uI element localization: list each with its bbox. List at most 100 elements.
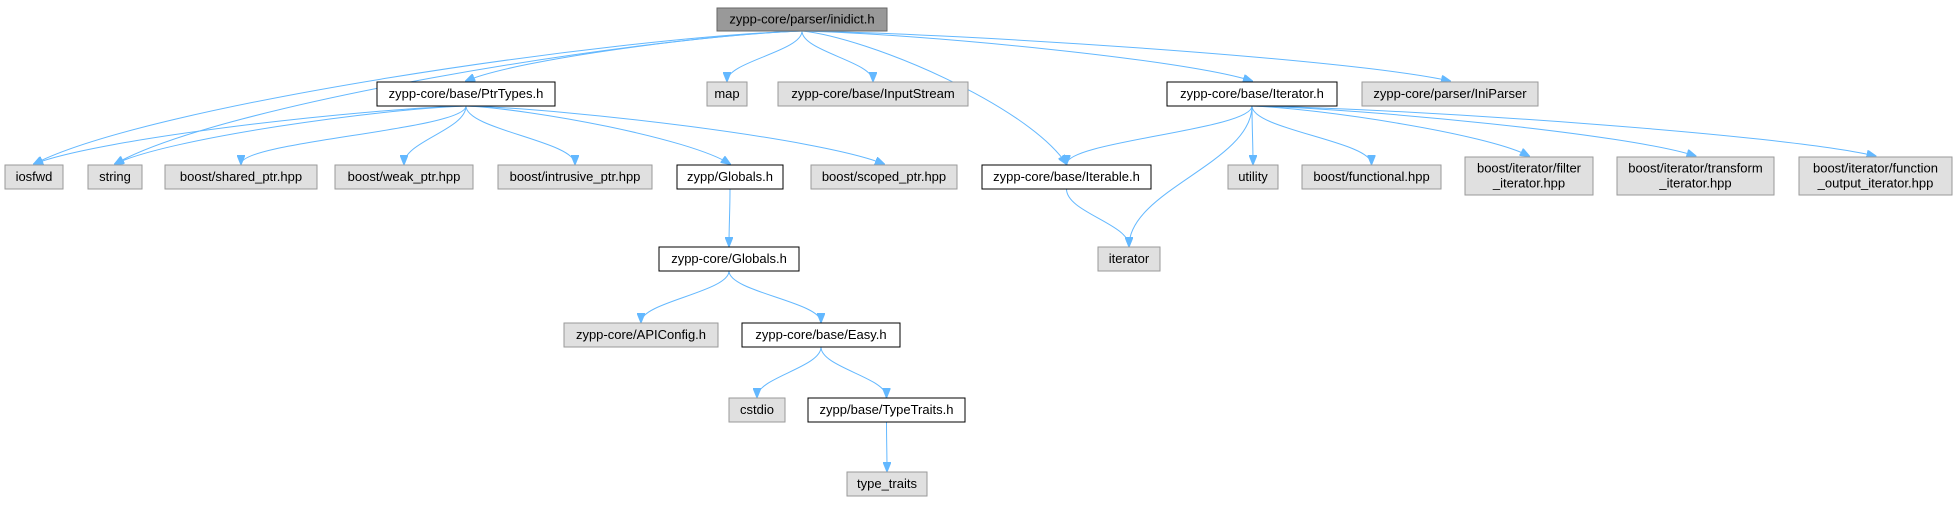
edge-ptrtypes-to-string	[115, 105, 467, 164]
node-box-core_globals	[658, 246, 800, 272]
edge-ptrtypes-to-zypp_globals	[465, 105, 730, 164]
node-function_output_iter: boost/iterator/function_output_iterator.…	[1798, 156, 1953, 196]
node-label-utility: utility	[1238, 169, 1268, 184]
node-label-filter_iter: _iterator.hpp	[1492, 176, 1565, 191]
node-label-apiconfig: zypp-core/APIConfig.h	[576, 327, 706, 342]
node-label-type_traits: type_traits	[857, 476, 917, 491]
node-box-transform_iter	[1616, 156, 1775, 196]
node-transform_iter: boost/iterator/transform_iterator.hpp	[1616, 156, 1775, 196]
node-iterator_h[interactable]: zypp-core/base/Iterator.h	[1166, 81, 1338, 107]
node-box-iterator_h	[1166, 81, 1338, 107]
edge-iterator_h-to-function_output_iter	[1251, 105, 1876, 156]
node-scoped_ptr: boost/scoped_ptr.hpp	[810, 164, 958, 190]
node-label-inputstream: zypp-core/base/InputStream	[791, 86, 954, 101]
node-label-filter_iter: boost/iterator/filter	[1477, 161, 1582, 176]
node-inputstream: zypp-core/base/InputStream	[777, 81, 969, 107]
node-label-iterable: zypp-core/base/Iterable.h	[993, 169, 1140, 184]
node-label-function_output_iter: _output_iterator.hpp	[1817, 176, 1934, 191]
node-box-functional	[1301, 164, 1442, 190]
node-label-root: zypp-core/parser/inidict.h	[729, 12, 874, 27]
node-shared_ptr: boost/shared_ptr.hpp	[164, 164, 318, 190]
edge-zypp_globals-to-core_globals	[729, 188, 730, 246]
node-box-utility	[1227, 164, 1279, 190]
edge-root-to-inputstream	[801, 30, 873, 81]
node-typetraits[interactable]: zypp/base/TypeTraits.h	[807, 397, 966, 423]
node-box-filter_iter	[1464, 156, 1594, 196]
node-map: map	[706, 81, 748, 107]
node-iterable[interactable]: zypp-core/base/Iterable.h	[981, 164, 1152, 190]
edge-ptrtypes-to-weak_ptr	[404, 105, 467, 164]
node-label-iosfwd: iosfwd	[16, 169, 53, 184]
edge-iterator_h-to-transform_iter	[1251, 105, 1696, 156]
node-core_globals[interactable]: zypp-core/Globals.h	[658, 246, 800, 272]
node-label-ptrtypes: zypp-core/base/PtrTypes.h	[389, 86, 544, 101]
node-utility: utility	[1227, 164, 1279, 190]
node-box-map	[706, 81, 748, 107]
node-label-core_globals: zypp-core/Globals.h	[671, 251, 787, 266]
node-label-string: string	[99, 169, 131, 184]
edge-ptrtypes-to-intrusive_ptr	[465, 105, 575, 164]
node-box-string	[87, 164, 143, 190]
edges-layer	[34, 30, 1876, 471]
node-iosfwd: iosfwd	[4, 164, 64, 190]
node-box-zypp_globals	[676, 164, 784, 190]
node-label-iniparser: zypp-core/parser/IniParser	[1373, 86, 1527, 101]
edge-root-to-iniparser	[801, 30, 1450, 81]
node-label-weak_ptr: boost/weak_ptr.hpp	[348, 169, 461, 184]
edge-easy-to-cstdio	[757, 346, 822, 397]
node-box-apiconfig	[563, 322, 719, 348]
edge-iterable-to-iterator	[1066, 188, 1130, 246]
edge-root-to-map	[727, 30, 803, 81]
node-label-function_output_iter: boost/iterator/function	[1813, 161, 1938, 176]
node-box-inputstream	[777, 81, 969, 107]
nodes-layer: zypp-core/parser/inidict.h zypp-core/base…	[4, 7, 1953, 497]
node-string: string	[87, 164, 143, 190]
edge-ptrtypes-to-scoped_ptr	[465, 105, 884, 164]
node-box-root	[716, 7, 888, 32]
node-root: zypp-core/parser/inidict.h	[716, 7, 888, 32]
node-box-ptrtypes	[376, 81, 556, 107]
node-label-transform_iter: _iterator.hpp	[1658, 176, 1731, 191]
node-box-iniparser	[1361, 81, 1539, 107]
edge-ptrtypes-to-iosfwd	[34, 105, 467, 164]
node-box-iosfwd	[4, 164, 64, 190]
node-label-easy: zypp-core/base/Easy.h	[755, 327, 886, 342]
node-label-iterator_h: zypp-core/base/Iterator.h	[1180, 86, 1324, 101]
node-label-shared_ptr: boost/shared_ptr.hpp	[180, 169, 302, 184]
node-label-scoped_ptr: boost/scoped_ptr.hpp	[822, 169, 946, 184]
edge-root-to-iterable	[801, 30, 1067, 164]
node-zypp_globals[interactable]: zypp/Globals.h	[676, 164, 784, 190]
node-label-functional: boost/functional.hpp	[1313, 169, 1429, 184]
node-label-map: map	[714, 86, 739, 101]
node-label-transform_iter: boost/iterator/transform	[1628, 161, 1762, 176]
edge-iterator_h-to-iterable	[1067, 105, 1253, 164]
node-filter_iter: boost/iterator/filter_iterator.hpp	[1464, 156, 1594, 196]
node-box-scoped_ptr	[810, 164, 958, 190]
node-ptrtypes[interactable]: zypp-core/base/PtrTypes.h	[376, 81, 556, 107]
node-label-iterator: iterator	[1109, 251, 1150, 266]
node-box-type_traits	[846, 471, 928, 497]
edge-core_globals-to-easy	[728, 270, 821, 322]
node-easy[interactable]: zypp-core/base/Easy.h	[741, 322, 901, 348]
node-box-iterator	[1097, 246, 1161, 272]
node-cstdio: cstdio	[728, 397, 786, 423]
node-intrusive_ptr: boost/intrusive_ptr.hpp	[497, 164, 653, 190]
node-weak_ptr: boost/weak_ptr.hpp	[334, 164, 474, 190]
node-label-zypp_globals: zypp/Globals.h	[687, 169, 773, 184]
edge-typetraits-to-type_traits	[887, 421, 888, 471]
edge-root-to-iosfwd	[34, 30, 803, 164]
node-functional: boost/functional.hpp	[1301, 164, 1442, 190]
edge-iterator_h-to-iterator	[1129, 105, 1253, 246]
edge-iterator_h-to-utility	[1252, 105, 1253, 164]
edge-ptrtypes-to-shared_ptr	[241, 105, 467, 164]
edge-root-to-string	[115, 30, 803, 164]
node-label-cstdio: cstdio	[740, 402, 774, 417]
node-box-intrusive_ptr	[497, 164, 653, 190]
edge-easy-to-typetraits	[820, 346, 887, 397]
node-apiconfig: zypp-core/APIConfig.h	[563, 322, 719, 348]
node-box-iterable	[981, 164, 1152, 190]
node-iterator: iterator	[1097, 246, 1161, 272]
node-box-cstdio	[728, 397, 786, 423]
